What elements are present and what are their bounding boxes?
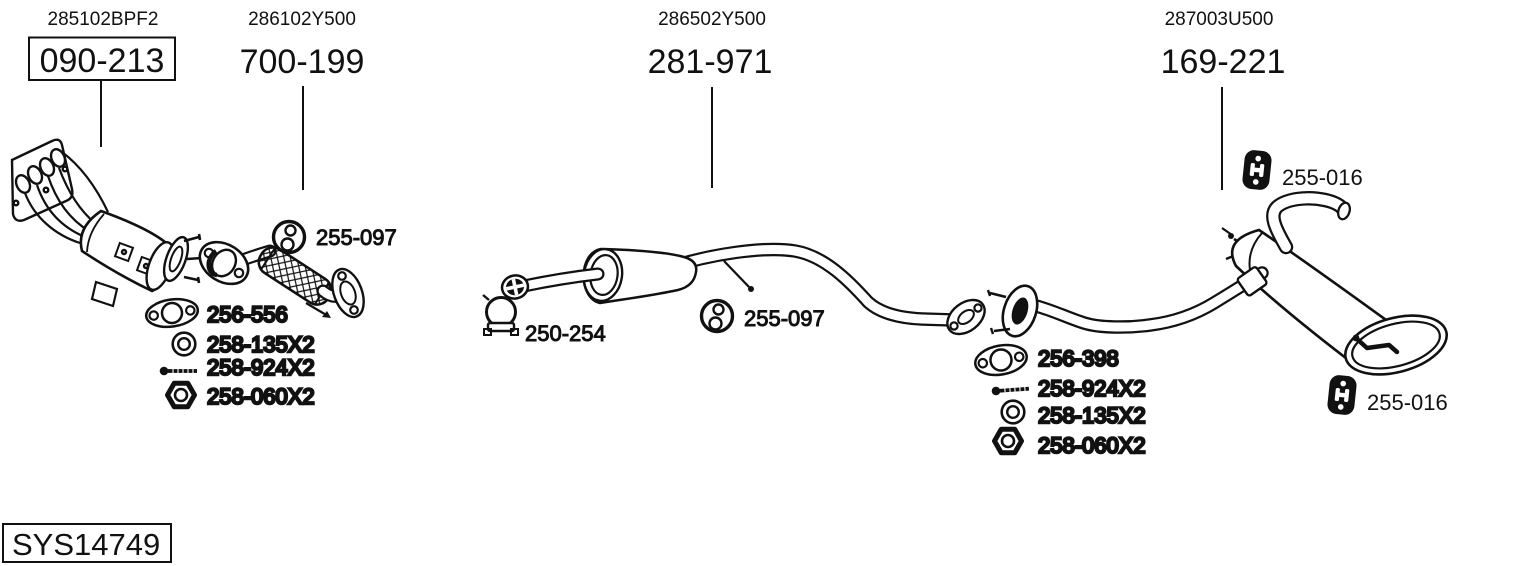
flange-gasket-icon [974,343,1028,377]
front-flex-pipe-drawing [198,240,365,319]
hex-nut-icon [992,426,1024,456]
center-clamp-callout: 250-254 [482,294,606,347]
gasket-part-number: 256-556 [207,302,288,327]
bolt-part-number: 258-924X2 [1038,376,1146,401]
pipe-clamp-icon [482,294,519,336]
nut-part-number: 258-060X2 [1038,433,1146,458]
part-number-flex-pipe[interactable]: 700-199 [240,43,365,81]
rubber-hanger-round-icon [271,219,307,255]
flange-gasket-icon [144,297,200,329]
washer-icon [1000,399,1026,425]
system-code-badge: SYS14749 [2,523,172,563]
center-hanger-callout: 255-097 [699,298,825,334]
clamp-part-number: 250-254 [525,321,606,346]
part-number-center-silencer[interactable]: 281-971 [648,43,773,81]
washer-part-number: 258-135X2 [1038,403,1146,428]
rear-hanger-upper-callout: 255-016 [1242,150,1363,190]
center-hardware-callouts: 256-398 258-924X2 258-135X2 258-060X2 [974,343,1147,459]
hanger-rod [723,260,750,288]
manifold-hardware-callouts: 256-556 258-135X2 258-924X2 258-060X2 [144,297,316,410]
gasket-part-number: 256-398 [1038,346,1119,371]
muffler-open-end [1343,314,1449,376]
rear-hanger-lower-callout: 255-016 [1327,375,1448,415]
part-number-manifold[interactable]: 090-213 [40,42,165,80]
manifold-catalytic-converter-drawing [10,138,205,308]
rubber-hanger-oblong-icon [1242,150,1272,190]
bolt-icon [159,366,197,376]
oem-number-center-silencer: 286502Y500 [658,9,766,30]
selected-part-box [28,36,176,81]
system-code-label: SYS14749 [12,527,160,562]
bolt-icon [991,386,1030,396]
section-header-rear-silencer: 287003U500 169-221 [1161,9,1286,190]
bolt-part-number: 258-924X2 [207,355,315,380]
rubber-hanger-round-icon [699,298,735,334]
section-header-manifold: 285102BPF2 090-213 [28,9,176,147]
section-header-center-silencer: 286502Y500 281-971 [648,9,773,188]
hanger-part-number: 255-016 [1282,165,1363,190]
hex-nut-icon [165,380,197,410]
oem-number-rear-silencer: 287003U500 [1165,9,1274,30]
washer-icon [171,331,197,357]
oem-number-manifold: 285102BPF2 [48,9,159,30]
hanger-part-number: 255-016 [1367,390,1448,415]
rubber-hanger-oblong-icon [1327,375,1357,415]
system-code-box [2,523,172,563]
rear-silencer-drawing [986,191,1449,376]
hanger-part-number: 255-097 [316,225,397,250]
hanger-part-number: 255-097 [744,306,825,331]
inlet-fork-end [500,274,530,300]
part-number-rear-silencer[interactable]: 169-221 [1161,43,1286,81]
section-header-flex-pipe: 286102Y500 700-199 [240,9,365,190]
flex-pipe-hanger-callout: 255-097 [271,219,397,255]
center-silencer-pipe-drawing [500,242,986,336]
nut-part-number: 258-060X2 [207,384,315,409]
tailpipe-tip [1336,201,1352,221]
oem-number-flex-pipe: 286102Y500 [248,9,356,30]
washer-part-number: 258-135X2 [207,332,315,357]
